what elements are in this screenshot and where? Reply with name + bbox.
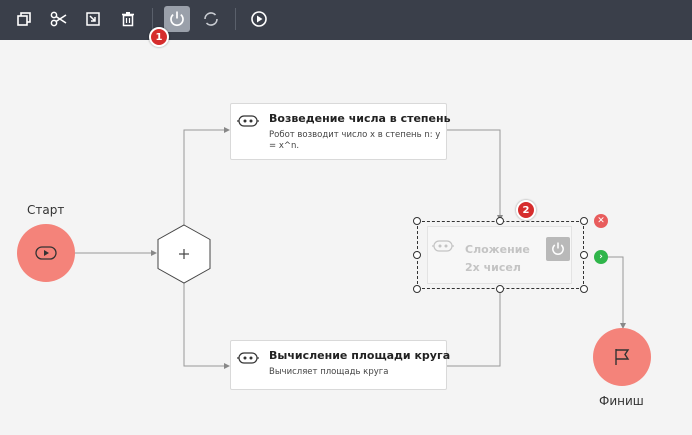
card-title: Сложение 2х чисел <box>465 243 530 274</box>
robot-card-power[interactable]: Возведение числа в степень Робот возводи… <box>230 103 451 160</box>
paste-icon[interactable] <box>80 6 106 32</box>
robot-icon <box>432 240 454 252</box>
resize-handle[interactable] <box>580 285 588 293</box>
card-title: Возведение числа в степень <box>269 112 451 125</box>
card-title: Вычисление площади круга <box>269 349 451 362</box>
start-node[interactable] <box>17 224 75 282</box>
robot-card-sum[interactable]: Сложение 2х чисел <box>427 226 572 284</box>
delete-node-icon[interactable]: ✕ <box>594 214 608 228</box>
robot-icon <box>237 115 259 127</box>
disabled-power-icon[interactable] <box>546 237 570 261</box>
start-label: Старт <box>27 203 65 217</box>
refresh-icon[interactable] <box>198 6 224 32</box>
step-badge-2: 2 <box>516 200 536 220</box>
card-description: Робот возводит число x в степень n: y = … <box>269 130 441 151</box>
connect-arrow-icon[interactable]: › <box>594 250 608 264</box>
flag-icon <box>615 349 630 365</box>
resize-handle[interactable] <box>413 251 421 259</box>
resize-handle[interactable] <box>580 251 588 259</box>
robot-icon <box>237 352 259 364</box>
card-description: Вычисляет площадь круга <box>269 367 389 377</box>
play-icon[interactable] <box>246 6 272 32</box>
power-icon[interactable] <box>164 6 190 32</box>
delete-icon[interactable] <box>115 6 141 32</box>
copy-icon[interactable] <box>11 6 37 32</box>
resize-handle[interactable] <box>413 285 421 293</box>
resize-handle[interactable] <box>580 217 588 225</box>
toolbar-separator <box>152 8 153 30</box>
finish-node[interactable] <box>593 328 651 386</box>
step-badge-1: 1 <box>149 27 169 47</box>
finish-label: Финиш <box>599 394 644 408</box>
toolbar <box>0 0 692 40</box>
selection-frame <box>417 221 584 289</box>
resize-handle[interactable] <box>496 217 504 225</box>
start-play-icon <box>35 246 57 260</box>
parallel-gateway[interactable] <box>156 224 212 284</box>
resize-handle[interactable] <box>496 285 504 293</box>
cut-icon[interactable] <box>46 6 72 32</box>
resize-handle[interactable] <box>413 217 421 225</box>
toolbar-separator <box>235 8 236 30</box>
robot-card-area[interactable]: Вычисление площади круга Вычисляет площа… <box>230 340 451 390</box>
